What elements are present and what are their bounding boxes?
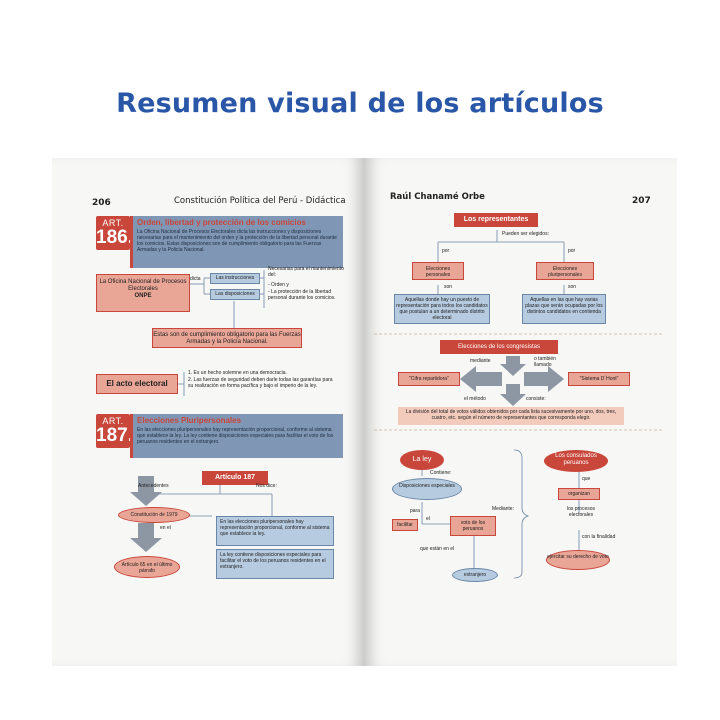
necesarias-item-1: - Orden y [268, 282, 289, 288]
elecciones-personales-box: Elecciones personales [412, 262, 464, 280]
sistema-dhont-box: "Sistema D´Hont" [568, 372, 630, 386]
mediante-label: mediante [470, 358, 491, 364]
extranjero-oval: extranjero [452, 568, 498, 582]
finalidad-label: con la finalidad [582, 534, 616, 540]
open-book: 206 Constitución Política del Perú - Did… [52, 158, 677, 666]
por-label-2: por [568, 248, 576, 254]
antecedentes-label: Antecedentes [138, 483, 169, 489]
constitucion-1979-oval: Constitución de 1979 [118, 507, 190, 523]
page-number: 206 [92, 198, 111, 208]
articulo-65-oval: Artículo 65 en el último párrafo [114, 556, 180, 578]
en-el-label: en el [160, 525, 171, 531]
article-186-title: Orden, libertad y protección de los comi… [137, 218, 306, 227]
para-label: para [410, 508, 421, 514]
o-tambien-label: o también llamado [534, 356, 556, 368]
left-page: 206 Constitución Política del Perú - Did… [52, 158, 364, 666]
cifra-repartidora-box: "Cifra repartidora" [398, 372, 460, 386]
consiste-label: consiste: [526, 396, 546, 402]
page-heading: Resumen visual de los artículos [116, 88, 604, 119]
onpe-acronym: ONPE [134, 293, 152, 299]
article-187-summary: Elecciones Pluripersonales En las elecci… [130, 414, 343, 458]
running-header: Constitución Política del Perú - Didácti… [174, 196, 346, 206]
article-number: 186. [96, 227, 133, 248]
consulados-oval: Los consulados peruanos [544, 450, 608, 472]
representantes-box: Los representantes [454, 213, 538, 227]
article-label: ART. [102, 416, 124, 426]
acto-item-1: 1. Es un hecho solemne en una democracia… [188, 370, 287, 376]
facilitar-box: facilitar [392, 519, 418, 531]
personales-description: Aquellas donde hay un puesto de represen… [394, 294, 490, 324]
instrucciones-box: Las instrucciones [210, 273, 260, 284]
article-186-summary: Orden, libertad y protección de los comi… [130, 216, 343, 268]
right-page-connectors [374, 230, 664, 579]
congresistas-box: Elecciones de los congresistas [440, 340, 558, 354]
onpe-box: La Oficina Nacional de Procesos Electora… [96, 274, 190, 312]
nos-dice-label: Nos dice: [256, 483, 277, 489]
elecciones-pluripersonales-box: Elecciones pluripersonales [536, 262, 594, 280]
el-label: el [426, 516, 430, 522]
nos-dice-box-2: La ley contiene disposiciones especiales… [216, 549, 334, 579]
ejercitar-oval: ejercitar su derecho de voto [546, 550, 610, 570]
organizan-box: organizan [558, 488, 600, 500]
disposiciones-especiales-oval: Disposiciones especiales [392, 478, 462, 500]
acto-item-2: 2. Las fuerzas de seguridad deben darle … [188, 377, 333, 389]
dicta-label: dicta [190, 276, 201, 282]
disposiciones-box: Las disposiciones [210, 289, 260, 300]
el-metodo-label: el método [464, 396, 486, 402]
running-header: Raúl Chanamé Orbe [390, 192, 485, 202]
right-page: Raúl Chanamé Orbe 207 Los representantes… [364, 158, 677, 666]
que-estan-label: que están en el [420, 546, 455, 552]
left-page-connectors [130, 270, 273, 552]
son-label-2: son [568, 284, 577, 290]
article-186-text: La Oficina Nacional de Procesos Electora… [137, 229, 337, 253]
procesos-electorales-label: los procesos electorales [566, 506, 596, 518]
acto-electoral-box: El acto electoral [96, 374, 178, 394]
division-box: La división del total de votos válidos o… [398, 407, 624, 425]
mediante-label-2: Mediante: [492, 506, 514, 512]
necesarias-item-2: - La protección de la libertad personal … [268, 289, 336, 301]
voto-peruanos-box: voto de los peruanos [450, 516, 496, 536]
article-number: 187. [96, 425, 133, 446]
onpe-name: La Oficina Nacional de Procesos Electora… [99, 279, 187, 292]
pluripersonales-description: Aquellas en las que hay varias plazas qu… [522, 294, 606, 324]
article-186-badge: ART. 186. [96, 216, 133, 250]
article-187-title: Elecciones Pluripersonales [137, 416, 242, 425]
article-label: ART. [102, 218, 124, 228]
article-187-badge: ART. 187. [96, 414, 133, 448]
pueden-label: Pueden ser elegidos: [502, 231, 549, 237]
que-label: que [582, 476, 591, 482]
son-label-1: son [444, 284, 453, 290]
obligatorio-box: Estas son de cumplimiento obligatorio pa… [152, 328, 302, 348]
por-label-1: por [442, 248, 450, 254]
la-ley-oval: La ley [400, 450, 444, 470]
page-number: 207 [632, 196, 651, 206]
contiene-label: Contiene: [430, 470, 452, 476]
article-187-text: En las elecciones pluripersonales hay re… [137, 427, 334, 445]
articulo-187-box: Artículo 187 [202, 471, 268, 485]
necesarias-title: Necesarias para el mantenimiento del: [268, 266, 344, 278]
nos-dice-box-1: En las elecciones pluripersonales hay re… [216, 516, 334, 546]
